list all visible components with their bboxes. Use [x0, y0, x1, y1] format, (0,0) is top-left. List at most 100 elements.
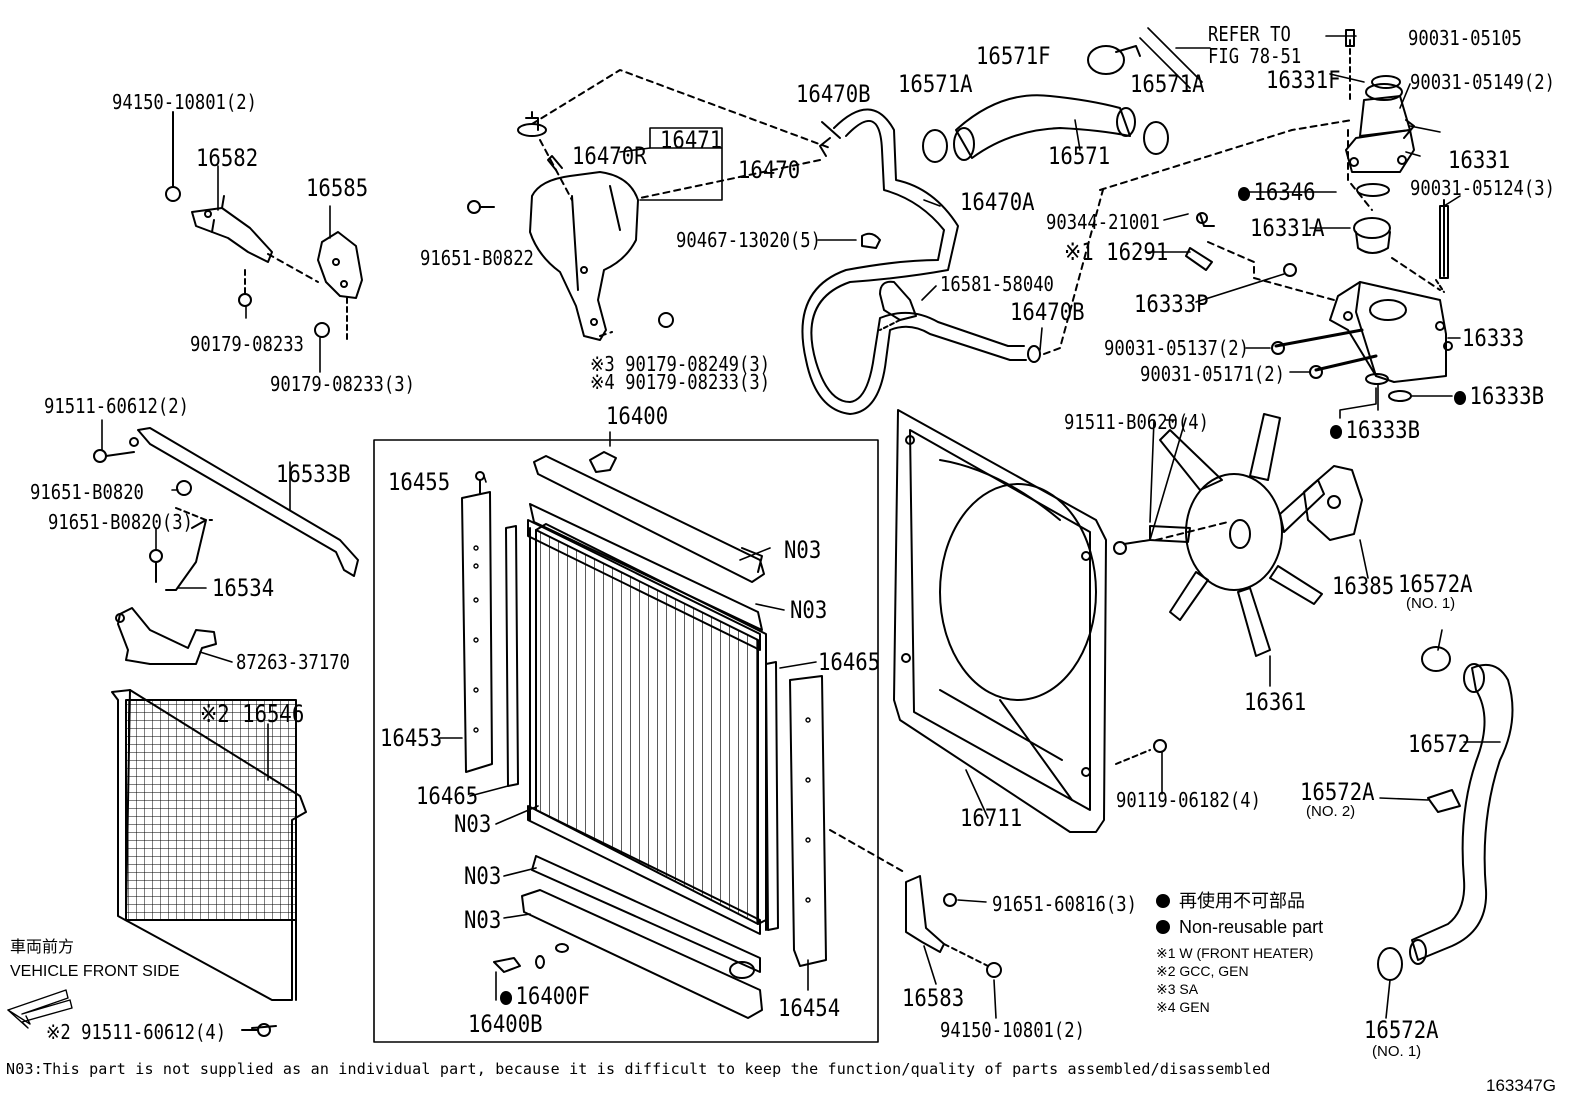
- clamp-16572A-no1-bottom: [1377, 947, 1403, 981]
- part-label-n03-lower-tank: N03: [464, 906, 502, 934]
- part-label-16571A-right: 16571A: [1130, 70, 1205, 98]
- part-label-16333P: 16333P: [1134, 290, 1209, 318]
- seal-16465-left: [505, 525, 519, 787]
- reservoir-tank: [529, 155, 639, 341]
- part-label-n03-lower-gasket: N03: [464, 862, 502, 890]
- part-label-16711: 16711: [960, 804, 1023, 832]
- vehicle-front-en: VEHICLE FRONT SIDE: [10, 963, 180, 980]
- part-label-16400: 16400: [606, 402, 669, 430]
- nut-icon: [165, 186, 181, 202]
- bolt-icon: [149, 549, 163, 563]
- thermostat-16331A: [1353, 217, 1391, 254]
- upper-tank: [533, 451, 765, 583]
- part-label-16291: ※1 16291: [1064, 238, 1169, 266]
- non-reusable-dot-icon: [1156, 920, 1170, 934]
- label-no2-mid: (NO. 2): [1306, 803, 1356, 820]
- part-label-16454: 16454: [778, 994, 841, 1022]
- radiator-core: [527, 519, 767, 935]
- part-label-16571A-left: 16571A: [898, 70, 973, 98]
- legend-nonreusable-jp: 再使用不可部品: [1156, 892, 1305, 910]
- bolt-icon: [176, 480, 192, 496]
- part-label-16585: 16585: [306, 174, 369, 202]
- seal-16465-right: [765, 661, 779, 931]
- bolt-icon: [1153, 739, 1167, 753]
- part-label-91651-B0820: 91651-B0820: [30, 480, 144, 504]
- non-reusable-dot-icon: [500, 991, 513, 1005]
- clamp-16571F: [1087, 45, 1125, 75]
- part-label-91651-60816: 91651-60816(3): [992, 892, 1137, 916]
- part-label-90031-05105: 90031-05105: [1408, 26, 1522, 50]
- side-plate-16454: [789, 675, 827, 967]
- nut-icon: [658, 312, 674, 328]
- part-label-16333: 16333: [1462, 324, 1525, 352]
- part-label-16470B-mid: 16470B: [1010, 298, 1085, 326]
- part-label-16546: ※2 16546: [200, 700, 305, 728]
- clamp-16571A-left: [922, 129, 948, 163]
- front-arrow-icon: [7, 989, 73, 1029]
- fluid-coupling-16385: [1303, 465, 1363, 541]
- bracket-16585: [317, 231, 363, 299]
- part-label-87263-37170: 87263-37170: [236, 650, 350, 674]
- legend-note3: ※3 SA: [1156, 981, 1199, 997]
- part-label-91511-60612: 91511-60612(2): [44, 394, 189, 418]
- part-label-16470: 16470: [738, 156, 801, 184]
- part-label-16346: 16346: [1238, 180, 1316, 204]
- part-label-16465-left: 16465: [416, 782, 479, 810]
- label-no1-bottom: (NO. 1): [1372, 1043, 1422, 1060]
- figure-number: 163347G: [1486, 1076, 1556, 1095]
- part-label-16572A-mid: 16572A: [1300, 778, 1375, 806]
- bolt-icon: [93, 449, 107, 463]
- nut-icon: [314, 322, 330, 338]
- part-label-90179-08249: ※3 90179-08249(3): [590, 352, 771, 376]
- part-label-16572A-top: 16572A: [1398, 570, 1473, 598]
- part-label-16465-right: 16465: [818, 648, 881, 676]
- part-label-16400F: 16400F: [500, 984, 590, 1008]
- side-plate-16453: [461, 491, 493, 773]
- part-label-90031-05149: 90031-05149(2): [1410, 70, 1555, 94]
- vehicle-front-jp: 車両前方: [10, 939, 75, 956]
- part-label-16571F: 16571F: [976, 42, 1051, 70]
- upper-hose-16571: [953, 94, 1136, 161]
- lower-tank: [521, 889, 763, 1019]
- part-label-n03-upper-tank: N03: [784, 536, 822, 564]
- part-label-90467-13020: 90467-13020(5): [676, 228, 821, 252]
- water-inlet-housing-16333: [1329, 281, 1453, 383]
- part-label-90179-08233-3: 90179-08233(3): [270, 372, 415, 396]
- clamp-16572A-no1-top: [1421, 646, 1451, 672]
- bracket-16583: [905, 875, 945, 953]
- non-reusable-dot-icon: [1156, 894, 1170, 908]
- part-label-16385: 16385: [1332, 572, 1395, 600]
- part-label-16331A: 16331A: [1250, 214, 1325, 242]
- part-label-16583: 16583: [902, 984, 965, 1012]
- bolt-icon: [1113, 541, 1127, 555]
- part-label-16572: 16572: [1408, 730, 1471, 758]
- part-label-90119-06182: 90119-06182(4): [1116, 788, 1261, 812]
- legend-note1: ※1 W (FRONT HEATER): [1156, 945, 1314, 961]
- part-label-n03-core: N03: [454, 810, 492, 838]
- label-no1-top: (NO. 1): [1406, 595, 1456, 612]
- refer-to-label: REFER TO: [1208, 22, 1291, 46]
- part-label-16361: 16361: [1244, 688, 1307, 716]
- bolt-icon: [257, 1023, 271, 1037]
- part-label-16581-58040: 16581-58040: [940, 272, 1054, 296]
- part-label-90031-05171: 90031-05171(2): [1140, 362, 1285, 386]
- part-label-94150-10801-bottom: 94150-10801(2): [940, 1018, 1085, 1042]
- part-label-91651-B0822: 91651-B0822: [420, 246, 534, 270]
- part-label-94150-10801: 94150-10801(2): [112, 90, 257, 114]
- non-reusable-dot-icon: [1330, 425, 1343, 439]
- part-label-16331: 16331: [1448, 146, 1511, 174]
- part-label-16455: 16455: [388, 468, 451, 496]
- part-label-91651-B0820-3: 91651-B0820(3): [48, 510, 193, 534]
- legend-nonreusable-en: Non-reusable part: [1156, 918, 1323, 936]
- part-label-16470B-top: 16470B: [796, 80, 871, 108]
- part-label-16571: 16571: [1048, 142, 1111, 170]
- part-label-91511-B0620: 91511-B0620(4): [1064, 410, 1209, 434]
- part-label-90179-08233: 90179-08233: [190, 332, 304, 356]
- part-label-16333B-right: 16333B: [1454, 384, 1544, 408]
- cap-16331F: [1371, 75, 1401, 89]
- part-label-16331F: 16331F: [1266, 66, 1341, 94]
- part-label-90031-05137: 90031-05137(2): [1104, 336, 1249, 360]
- bracket-87263: [117, 607, 217, 665]
- fan-shroud-16711: [893, 409, 1107, 833]
